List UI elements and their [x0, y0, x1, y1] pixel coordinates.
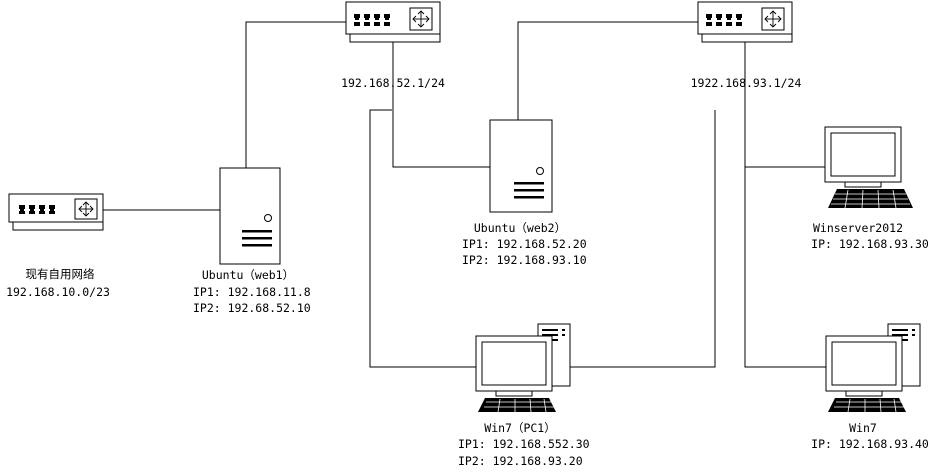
link-existing-network-web1 — [103, 21, 348, 211]
desktop-workstation-icon — [475, 323, 571, 413]
tower-server-icon — [219, 167, 281, 265]
link-switch-a-pc1 — [369, 109, 476, 368]
pc1-ip2: IP2: 192.168.93.20 — [458, 454, 583, 468]
network-switch-icon — [697, 1, 793, 43]
web1-ip1: IP1: 192.168.11.8 — [193, 285, 311, 299]
web1-name: Ubuntu（web1） — [201, 268, 295, 282]
monitor-keyboard-icon — [824, 126, 913, 209]
web1-ip2: IP2: 192.68.52.10 — [193, 301, 311, 315]
desktop-workstation-icon — [825, 323, 921, 413]
switch-a-ip: 192.168.52.1/24 — [341, 76, 445, 90]
winserver-name: Winserver2012 — [812, 221, 904, 235]
existing-network-subnet: 192.168.10.0/23 — [6, 285, 110, 299]
winserver-ip: IP: 192.168.93.30 — [811, 237, 929, 251]
web2-ip2: IP2: 192.168.93.10 — [462, 253, 587, 267]
network-switch-icon — [345, 1, 441, 43]
web2-ip1: IP1: 192.168.52.20 — [462, 237, 587, 251]
link-switch-b-pc1 — [556, 110, 716, 368]
pc1-name: Win7（PC1） — [484, 421, 556, 435]
pc1-ip1: IP1: 192.168.552.30 — [458, 437, 590, 451]
web2-name: Ubuntu（web2） — [473, 221, 567, 235]
connections — [103, 21, 868, 368]
tower-server-icon — [489, 119, 553, 213]
win7-name: Win7 — [849, 421, 877, 435]
switch-b-ip: 1922.168.93.1/24 — [690, 76, 802, 90]
win7-ip: IP: 192.168.93.40 — [811, 437, 929, 451]
existing-network-name: 现有自用网络 — [25, 267, 95, 281]
network-switch-icon — [8, 193, 104, 231]
